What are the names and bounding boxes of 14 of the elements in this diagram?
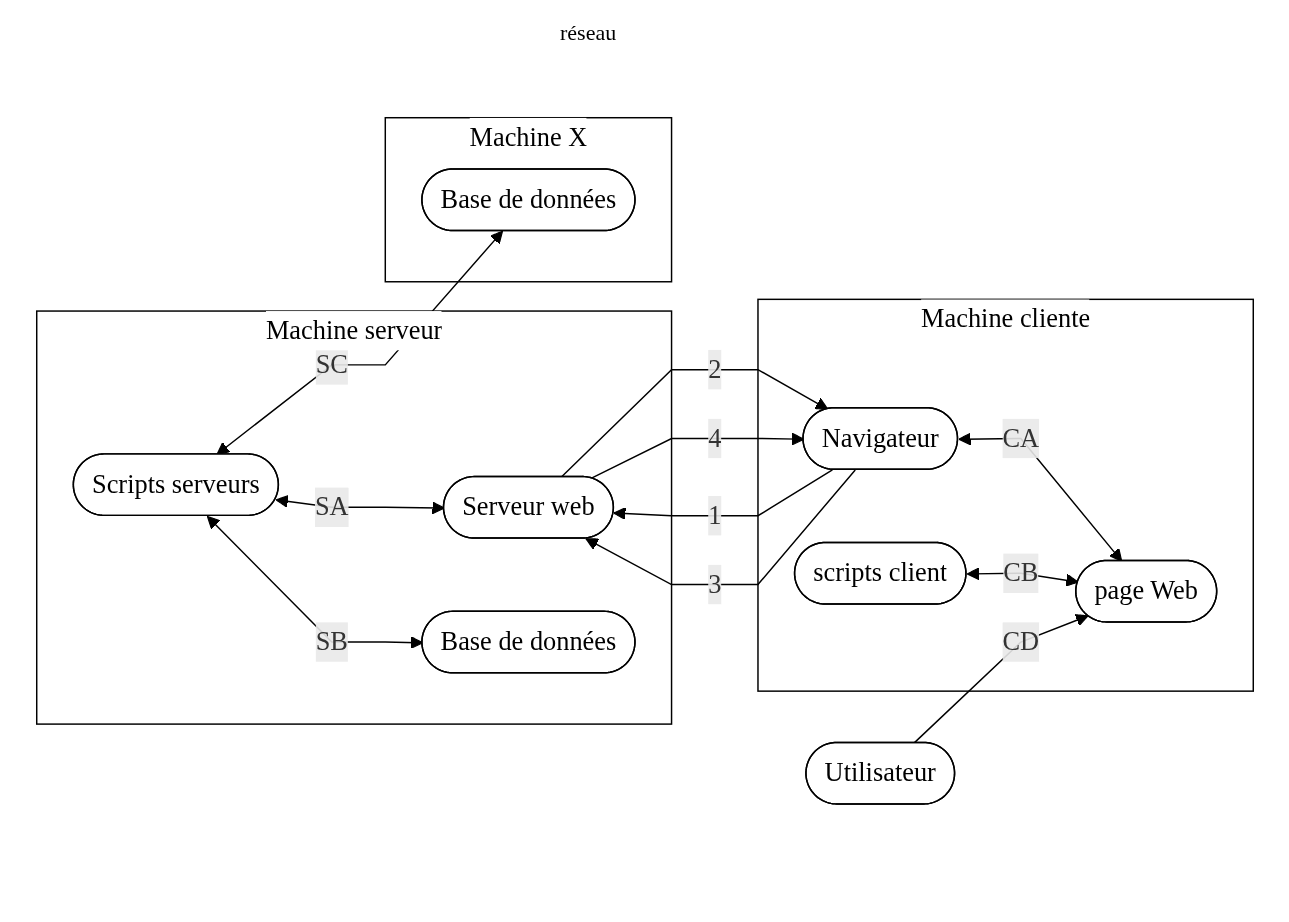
edge-label: 3 [707,569,721,599]
edge-label: SB [315,626,348,657]
edge-label: 4 [707,423,721,453]
arrow [612,469,833,521]
edge-label: 2 [707,354,721,384]
edge-label: SA [314,492,349,522]
edge-label: SC [315,349,348,379]
arrow [584,469,856,586]
arrow [559,369,828,479]
edge-label: CA [1002,423,1039,453]
edge-label: CD [1002,626,1039,657]
note-text: réseau [560,20,617,46]
edge-label: CB [1002,558,1038,588]
edge-label: 1 [707,500,721,530]
